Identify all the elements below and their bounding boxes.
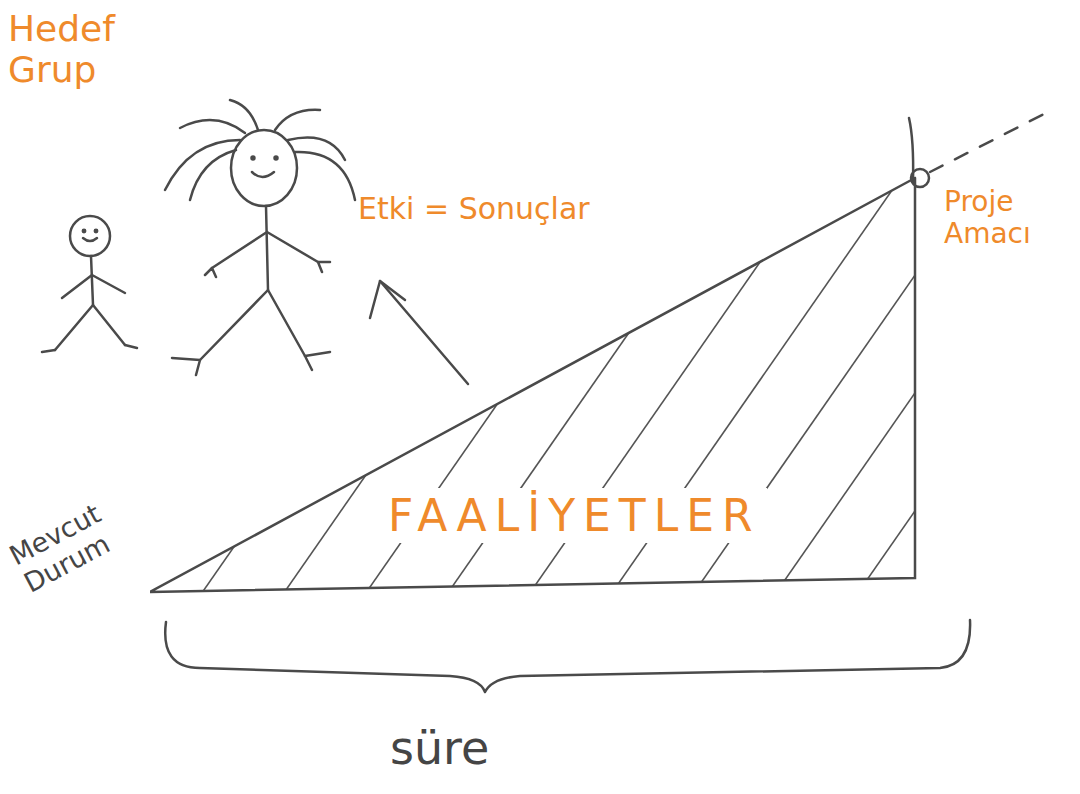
activities-label: FAALİYETLER xyxy=(382,488,767,543)
current-state-label: Mevcut Durum xyxy=(4,473,166,598)
duration-label: süre xyxy=(390,722,590,775)
triangle-border xyxy=(150,178,915,592)
adult-figure xyxy=(165,100,468,384)
child-figure xyxy=(42,216,137,352)
goal-label: Proje Amacı xyxy=(944,186,1072,250)
activities-triangle: FAALİYETLER xyxy=(150,170,920,600)
duration-brace xyxy=(165,620,970,692)
impact-label: Etki = Sonuçlar xyxy=(358,192,678,227)
dashed-continuation xyxy=(930,112,1048,172)
target-group-label: Hedef Grup xyxy=(8,8,168,91)
